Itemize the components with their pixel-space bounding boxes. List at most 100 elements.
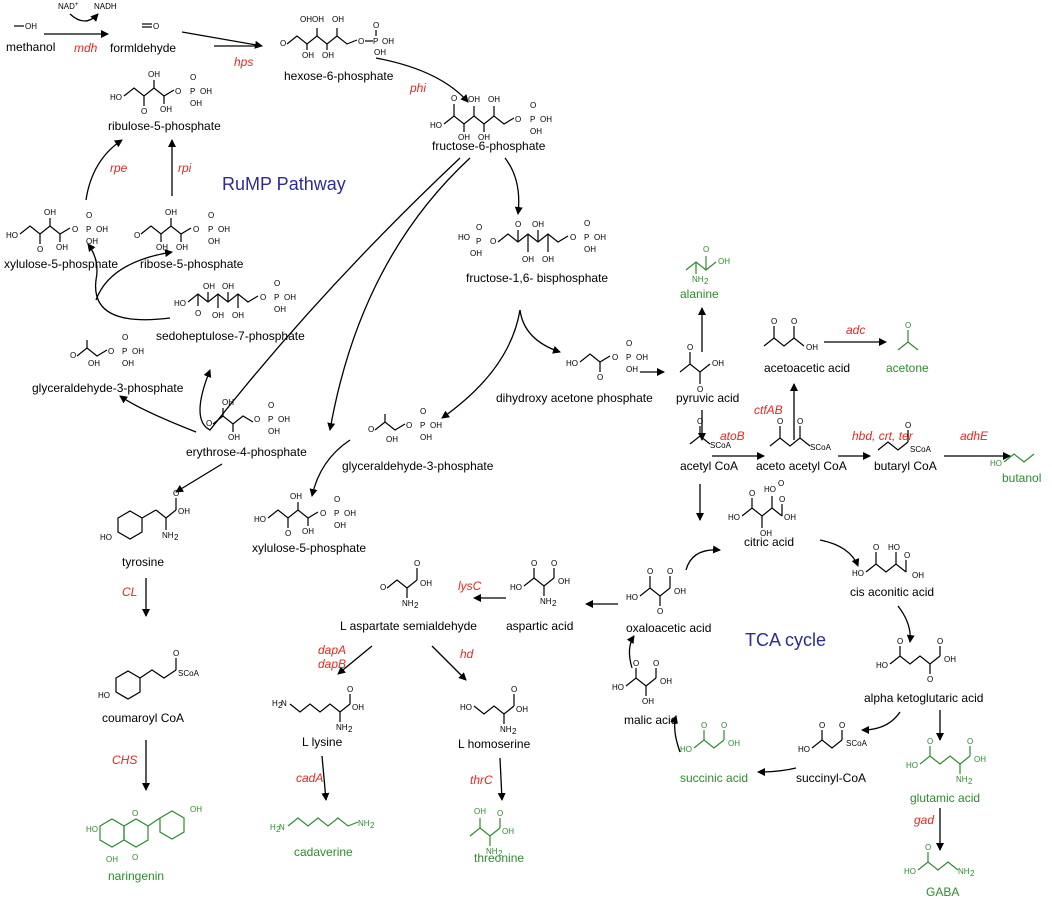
svg-text:OH: OH — [642, 697, 654, 706]
svg-text:OH: OH — [300, 15, 312, 24]
hexose-to-fructose-arrow — [375, 57, 469, 103]
svg-text:O: O — [873, 543, 879, 552]
svg-text:HO: HO — [680, 745, 692, 754]
svg-text:SCoA: SCoA — [846, 739, 868, 748]
aspartic-acid-structure: HO O O OH NH 2 — [510, 559, 570, 608]
dhap-label: dihydroxy acetone phosphate — [496, 391, 653, 405]
svg-text:NH: NH — [162, 531, 174, 540]
svg-text:2: 2 — [414, 601, 419, 610]
enzyme-adc: adc — [846, 323, 865, 337]
succinylcoa-to-succinic-arrow — [757, 767, 797, 776]
svg-text:OH: OH — [488, 95, 500, 104]
svg-text:HO: HO — [876, 661, 888, 670]
methanol-label: methanol — [6, 40, 55, 54]
svg-text:O: O — [193, 225, 199, 234]
svg-text:H: H — [270, 823, 276, 832]
svg-text:OH: OH — [290, 492, 302, 501]
svg-text:NH: NH — [500, 725, 512, 734]
svg-text:HO: HO — [86, 825, 98, 834]
svg-text:OH: OH — [122, 359, 134, 368]
svg-text:SCoA: SCoA — [910, 445, 932, 454]
svg-text:HO: HO — [764, 485, 776, 494]
svg-text:N: N — [281, 699, 287, 708]
svg-text:2: 2 — [512, 727, 517, 736]
svg-text:O: O — [667, 567, 673, 576]
svg-text:OH: OH — [208, 237, 220, 246]
glyceraldehyde-3-phosphate-mid-label: glyceraldehyde-3-phosphate — [342, 459, 494, 473]
svg-text:O: O — [208, 211, 214, 220]
xylulose-5-phosphate-mid-label: xylulose-5-phosphate — [252, 541, 366, 555]
svg-text:OH: OH — [218, 225, 230, 234]
svg-text:OH: OH — [278, 415, 290, 424]
svg-text:HO: HO — [430, 121, 442, 130]
svg-text:P: P — [122, 347, 127, 356]
svg-text:O: O — [86, 211, 92, 220]
svg-text:O: O — [687, 343, 693, 352]
svg-text:OH: OH — [165, 208, 177, 217]
svg-text:O: O — [134, 231, 140, 240]
enzyme-chs: CHS — [112, 753, 137, 767]
svg-text:O: O — [72, 225, 78, 234]
svg-text:O: O — [358, 37, 364, 46]
svg-text:O: O — [153, 22, 159, 31]
svg-text:O: O — [260, 293, 266, 302]
ribose-5-phosphate-label: ribose-5-phosphate — [140, 257, 244, 271]
acetoacetic-acid-structure: O O OH — [763, 317, 818, 352]
xylulose-5-phosphate-left-label: xylulose-5-phosphate — [4, 257, 118, 271]
oxaloacetic-acid-label: oxaloacetic acid — [626, 621, 711, 635]
svg-text:O: O — [701, 721, 707, 730]
cis-aconitic-acid-structure: HO O HO O OH — [852, 543, 924, 580]
svg-text:HO: HO — [852, 569, 864, 578]
svg-text:O: O — [108, 347, 114, 356]
svg-text:O: O — [254, 415, 260, 424]
svg-text:OH: OH — [470, 249, 482, 258]
aceto-acetyl-coa-structure: O O SCoA — [769, 417, 832, 452]
svg-text:O: O — [797, 417, 803, 426]
naringenin-structure: HO OH O O OH — [86, 805, 202, 864]
sedo-to-ribose-arrow — [95, 249, 173, 301]
svg-text:P: P — [626, 353, 631, 362]
nad-label: NAD+ — [58, 2, 79, 11]
svg-text:OH: OH — [178, 507, 190, 516]
svg-text:O: O — [647, 567, 653, 576]
svg-text:O: O — [190, 73, 196, 82]
svg-text:O: O — [70, 351, 76, 360]
svg-text:OH: OH — [312, 15, 324, 24]
svg-text:OH: OH — [944, 655, 956, 664]
svg-text:OH: OH — [156, 243, 168, 252]
svg-text:O: O — [132, 853, 138, 862]
svg-text:O: O — [420, 407, 426, 416]
svg-text:OH: OH — [203, 282, 215, 291]
glutamic-acid-label: glutamic acid — [910, 791, 980, 805]
svg-text:OH: OH — [728, 739, 740, 748]
svg-text:NH: NH — [358, 819, 370, 828]
ribulose-5-phosphate-label: ribulose-5-phosphate — [108, 119, 221, 133]
svg-text:HO: HO — [728, 513, 740, 522]
svg-text:O: O — [779, 495, 785, 504]
svg-text:OH: OH — [344, 509, 356, 518]
enzyme-atob: atoB — [720, 429, 745, 443]
svg-text:O: O — [497, 809, 503, 818]
svg-text:O: O — [280, 39, 286, 48]
l-aspartate-semialdehyde-structure: O O OH NH 2 — [380, 559, 432, 610]
svg-text:P: P — [86, 225, 91, 234]
glyceraldehyde-3-phosphate-mid-structure: O OH O P O OH OH — [368, 407, 442, 444]
l-homoserine-label: L homoserine — [458, 737, 531, 751]
f16bp-to-dhap-arrow — [519, 309, 561, 354]
svg-text:HO: HO — [460, 703, 472, 712]
tyrosine-structure: HO O OH NH 2 — [100, 489, 190, 542]
svg-text:OH: OH — [228, 433, 240, 442]
svg-text:P: P — [268, 415, 273, 424]
svg-text:O: O — [268, 401, 274, 410]
svg-text:O: O — [584, 219, 590, 228]
svg-text:OH: OH — [784, 513, 796, 522]
malic-acid-label: malic acid — [624, 713, 677, 727]
svg-text:OH: OH — [558, 577, 570, 586]
semialdehyde-to-lysine-arrow — [337, 645, 373, 675]
svg-text:HO: HO — [100, 533, 112, 542]
alpha-ketoglutaric-acid-label: alpha ketoglutaric acid — [864, 691, 983, 705]
citric-to-cisaconitic-arrow — [819, 539, 860, 567]
enzyme-adhe: adhE — [960, 429, 989, 443]
svg-text:O: O — [274, 279, 280, 288]
